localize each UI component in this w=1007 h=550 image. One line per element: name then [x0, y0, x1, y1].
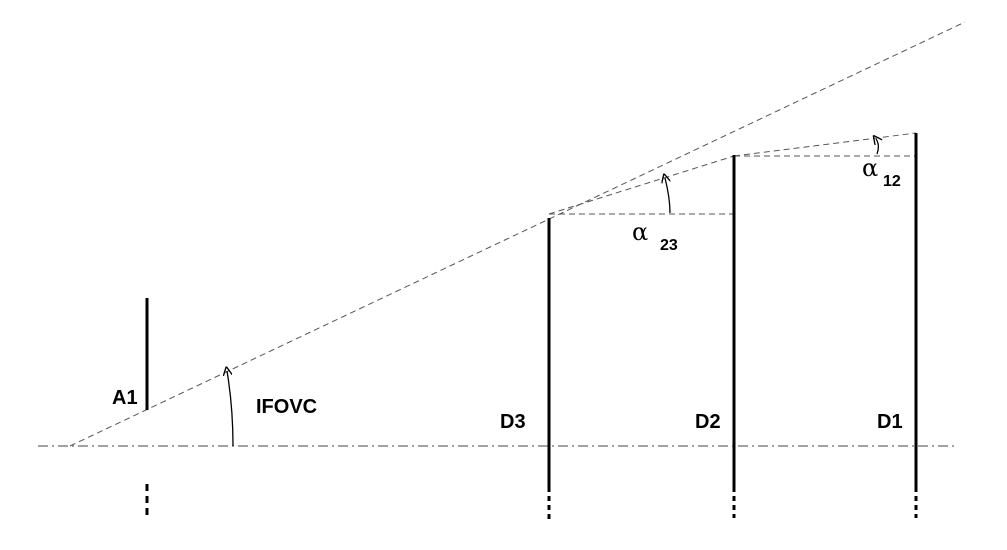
detector-d3-label: D3	[500, 411, 526, 433]
detector-d2-label: D2	[695, 411, 721, 433]
alpha23-subscript: 23	[660, 237, 678, 254]
detector-d1-label: D1	[877, 411, 903, 433]
alpha23-symbol: α	[632, 218, 648, 246]
aperture-a1-label: A1	[112, 387, 138, 409]
ray-d2-d1	[733, 132, 917, 157]
alpha12-angle-arc	[876, 139, 878, 155]
ifov-angle-arc	[227, 371, 234, 447]
ifov-ray	[69, 21, 966, 447]
ifovc-label: IFOVC	[256, 396, 317, 418]
alpha23-angle-arc	[665, 178, 671, 214]
ray-d3-d2	[548, 155, 735, 215]
alpha12-symbol: α	[862, 154, 878, 182]
alpha12-subscript: 12	[883, 173, 901, 190]
